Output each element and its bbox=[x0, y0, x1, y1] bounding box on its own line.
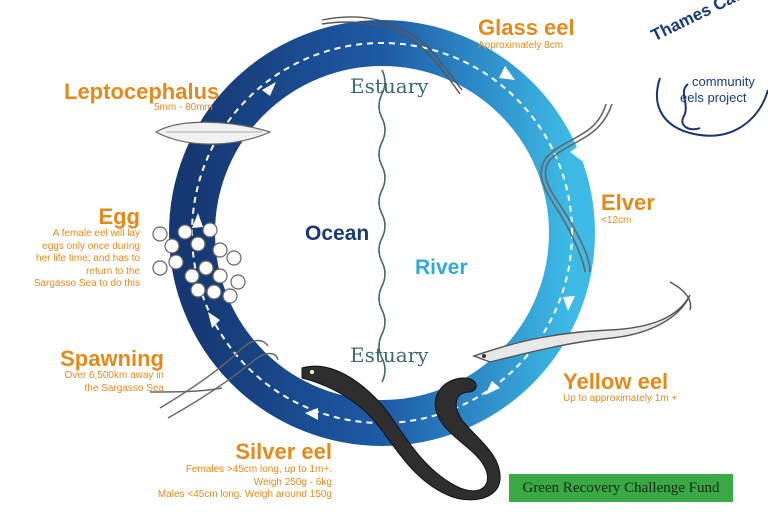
egg-notes: A female eel will lay eggs only once dur… bbox=[22, 228, 140, 291]
yellow-eel-note: Up to approximately 1m + bbox=[563, 393, 678, 404]
egg-note-line: A female eel will lay bbox=[52, 228, 140, 239]
glass-eel-illustration bbox=[321, 16, 463, 95]
arrow-icon bbox=[192, 213, 203, 228]
egg-note-line: her life time; and has to bbox=[36, 253, 140, 264]
glass-eel-title: Glass eel bbox=[478, 15, 575, 40]
glass-eel-note: Approximately 8cm bbox=[478, 40, 564, 51]
silver-eel-note-line: Weigh 250g - 6kg bbox=[253, 476, 332, 488]
silver-eel-illustration bbox=[301, 365, 501, 501]
arrow-icon bbox=[499, 66, 515, 80]
yellow-eel-title: Yellow eel bbox=[563, 369, 669, 394]
silver-eel-note-line: Females >45cm long, up to 1m+. bbox=[185, 464, 332, 475]
project-logo bbox=[655, 77, 768, 137]
arrow-icon bbox=[208, 312, 220, 328]
elver-title: Elver bbox=[601, 190, 655, 215]
elver-illustration bbox=[540, 103, 613, 273]
elver-note: <12cm bbox=[601, 215, 632, 226]
spawning-title: Spawning bbox=[60, 346, 164, 371]
silver-eel-notes: Females >45cm long, up to 1m+. Weigh 250… bbox=[130, 464, 332, 502]
egg-note-line: eggs only once during bbox=[42, 240, 140, 252]
arrow-icon bbox=[563, 296, 575, 311]
estuary-divider-line bbox=[378, 69, 386, 383]
estuary-top-label: Estuary bbox=[350, 74, 429, 98]
logo-line2: eels project bbox=[680, 90, 747, 105]
yellow-eel-illustration bbox=[471, 281, 692, 363]
egg-note-line: Sargasso Sea to do this bbox=[33, 278, 140, 289]
silver-eel-title: Silver eel bbox=[235, 439, 332, 464]
spawning-note-line: Over 6,500km away in bbox=[64, 370, 165, 381]
estuary-bottom-label: Estuary bbox=[350, 343, 429, 367]
flow-arrows bbox=[192, 66, 582, 420]
fund-banner: Green Recovery Challenge Fund bbox=[509, 474, 733, 502]
arrow-icon bbox=[305, 408, 318, 420]
egg-note-line: return to the bbox=[86, 265, 140, 277]
leptocephalus-title: Leptocephalus bbox=[64, 79, 220, 104]
ocean-label: Ocean bbox=[305, 222, 370, 245]
spawning-note-line: the Sargasso Sea bbox=[84, 382, 165, 394]
arrow-icon bbox=[262, 82, 276, 96]
arrow-icon bbox=[485, 381, 500, 395]
river-label: River bbox=[415, 256, 468, 279]
arrow-icon bbox=[570, 145, 582, 161]
silver-eel-note-line: Males <45cm long. Weigh around 150g bbox=[157, 489, 332, 500]
eggs-illustration bbox=[152, 222, 246, 304]
leptocephalus-illustration bbox=[154, 121, 272, 145]
leptocephalus-note: 5mm - 80mm bbox=[154, 102, 213, 113]
spawning-eels-illustration bbox=[149, 339, 279, 419]
egg-title: Egg bbox=[98, 204, 140, 229]
spawning-notes: Over 6,500km away in the Sargasso Sea bbox=[40, 370, 165, 395]
logo-line1: community bbox=[692, 74, 755, 89]
